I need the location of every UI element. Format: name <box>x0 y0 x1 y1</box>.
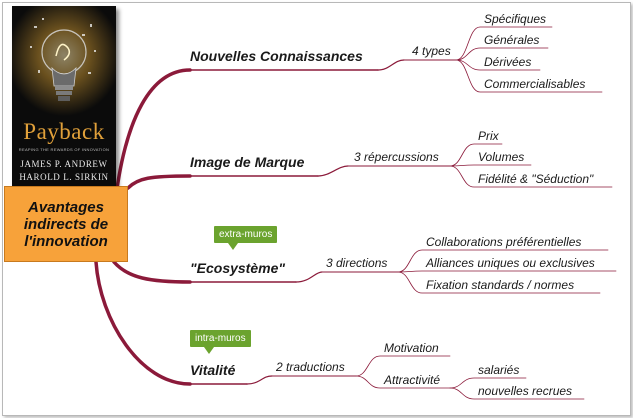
leaf-fixation-standards[interactable]: Fixation standards / normes <box>426 278 575 292</box>
leaf-specifiques[interactable]: Spécifiques <box>484 12 547 26</box>
branch-line-vitalite <box>94 260 192 386</box>
link-3repercussions <box>317 165 349 177</box>
link-2traductions <box>246 375 273 385</box>
node-motivation[interactable]: Motivation <box>384 341 439 355</box>
leaf-derivees[interactable]: Dérivées <box>484 55 532 69</box>
book-author-1: JAMES P. ANDREW <box>20 159 108 169</box>
leaf-nouvelles-recrues[interactable]: nouvelles recrues <box>478 384 573 398</box>
node-4-types[interactable]: 4 types <box>412 44 451 58</box>
central-line-3: l'innovation <box>24 232 108 250</box>
link-4types <box>377 59 405 71</box>
link-3directions <box>295 271 323 283</box>
book-cover-image: Payback REAPING THE REWARDS OF INNOVATIO… <box>12 6 116 190</box>
leaf-fidelite-seduction[interactable]: Fidélité & "Séduction" <box>478 172 594 186</box>
branch-line-connaissances <box>114 68 192 198</box>
central-line-2: indirects de <box>23 215 109 233</box>
branch-line-image <box>126 174 192 190</box>
leaf-volumes[interactable]: Volumes <box>478 150 525 164</box>
tag-extra-muros: extra-muros <box>214 226 278 250</box>
node-attractivite[interactable]: Attractivité <box>384 373 441 387</box>
branch-nouvelles-connaissances[interactable]: Nouvelles Connaissances <box>190 48 363 64</box>
branch-ecosysteme[interactable]: "Ecosystème" <box>190 260 285 276</box>
node-3-repercussions[interactable]: 3 répercussions <box>354 150 439 164</box>
leaf-commercialisables[interactable]: Commercialisables <box>484 77 586 91</box>
book-author-2: HAROLD L. SIRKIN <box>19 172 109 182</box>
central-line-1: Avantages <box>28 198 104 216</box>
central-topic[interactable]: Avantages indirects de l'innovation <box>4 186 128 262</box>
lightbulb-illustration <box>12 6 116 116</box>
node-3-directions[interactable]: 3 directions <box>326 256 388 270</box>
leaf-generales[interactable]: Générales <box>484 33 540 47</box>
leaf-alliances[interactable]: Alliances uniques ou exclusives <box>426 256 595 270</box>
leaf-prix[interactable]: Prix <box>478 129 499 143</box>
leaf-salaries[interactable]: salariés <box>478 363 520 377</box>
tag-intra-muros: intra-muros <box>190 330 251 354</box>
book-title: Payback <box>23 119 105 144</box>
branch-vitalite[interactable]: Vitalité <box>190 362 236 378</box>
book-subtitle: REAPING THE REWARDS OF INNOVATION <box>18 147 110 152</box>
branch-line-ecosysteme <box>112 260 192 284</box>
branch-image-de-marque[interactable]: Image de Marque <box>190 154 305 170</box>
node-2-traductions[interactable]: 2 traductions <box>276 360 345 374</box>
leaf-collaborations[interactable]: Collaborations préférentielles <box>426 235 582 249</box>
